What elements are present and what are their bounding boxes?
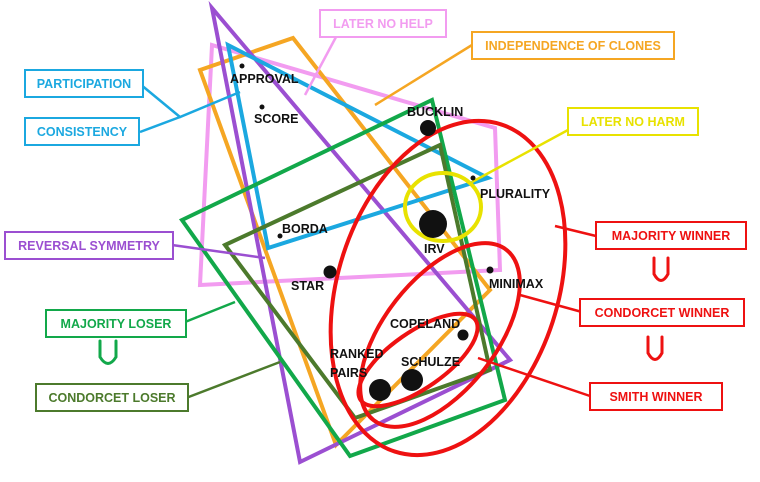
smith-winner-region [356,311,480,409]
reversal-symmetry-region [208,0,514,465]
svg-text:SMITH WINNER: SMITH WINNER [609,390,702,404]
irv-point [419,210,447,238]
condorcet-winner-region [358,241,522,429]
borda-point [277,233,283,239]
majority-condorcet-subset-symbol [652,256,670,282]
bucklin-point [420,120,436,136]
svg-text:CONSISTENCY: CONSISTENCY [37,125,128,139]
reversal-symmetry-connector [171,243,266,260]
condorcet-loser-connector [185,360,281,400]
bucklin-label: BUCKLIN [407,105,463,119]
later-no-help-region [197,42,503,288]
consistency-label: CONSISTENCY [24,117,140,146]
approval-point [239,63,245,69]
condorcet-loser-region [221,142,493,421]
plurality-point [470,175,476,181]
independence-of-clones-region [197,35,493,449]
later-no-help-label: LATER NO HELP [319,9,447,38]
condorcet-winner-connector [519,293,583,314]
plurality-label: PLURALITY [480,187,551,201]
score-point [259,104,265,110]
consistency-connector [139,115,181,134]
majority-loser-connector [184,300,236,324]
svg-text:MAJORITY LOSER: MAJORITY LOSER [61,317,172,331]
irv-label: IRV [424,242,445,256]
ranked-pairs-label-line1: RANKED [330,347,383,361]
later-no-harm-label: LATER NO HARM [567,107,699,136]
svg-text:INDEPENDENCE OF CLONES: INDEPENDENCE OF CLONES [485,39,661,53]
majority-loser-label: MAJORITY LOSER [45,309,187,338]
minimax-point [486,266,494,274]
schulze-label: SCHULZE [401,355,460,369]
svg-text:LATER NO HELP: LATER NO HELP [333,17,433,31]
svg-text:CONDORCET LOSER: CONDORCET LOSER [48,391,175,405]
smith-winner-connector [477,356,591,398]
participation-connector [139,83,241,119]
condorcet-loser-label: CONDORCET LOSER [35,383,189,412]
ranked-pairs-label-line2: PAIRS [330,366,367,380]
minimax-label: MINIMAX [489,277,544,291]
majority-loser-region [178,97,508,459]
later-no-help-connector [303,36,338,96]
copeland-point [457,329,469,341]
later-no-harm-connector [471,128,569,184]
participation-label: PARTICIPATION [24,69,144,98]
svg-text:MAJORITY WINNER: MAJORITY WINNER [612,229,731,243]
star-point [323,265,337,279]
majority-condorcet-loser-subset-symbol [98,339,118,365]
svg-text:PARTICIPATION: PARTICIPATION [37,77,131,91]
svg-text:REVERSAL SYMMETRY: REVERSAL SYMMETRY [18,239,160,253]
majority-winner-label: MAJORITY WINNER [595,221,747,250]
borda-label: BORDA [282,222,328,236]
majority-winner-region [328,118,568,458]
svg-text:CONDORCET WINNER: CONDORCET WINNER [595,306,730,320]
reversal-symmetry-label: REVERSAL SYMMETRY [4,231,174,260]
star-label: STAR [291,279,324,293]
svg-text:LATER NO HARM: LATER NO HARM [581,115,685,129]
condorcet-winner-label: CONDORCET WINNER [579,298,745,327]
schulze-point [401,369,423,391]
majority-winner-connector [554,224,597,238]
approval-label: APPROVAL [230,72,299,86]
later-no-harm-region [403,171,483,243]
copeland-label: COPELAND [390,317,460,331]
ranked-pairs-point [369,379,391,401]
participation-consistency-region [225,41,494,251]
smith-winner-label: SMITH WINNER [589,382,723,411]
independence-of-clones-connector [374,43,473,107]
score-label: SCORE [254,112,298,126]
independence-of-clones-label: INDEPENDENCE OF CLONES [471,31,675,60]
condorcet-smith-subset-symbol [646,335,664,361]
